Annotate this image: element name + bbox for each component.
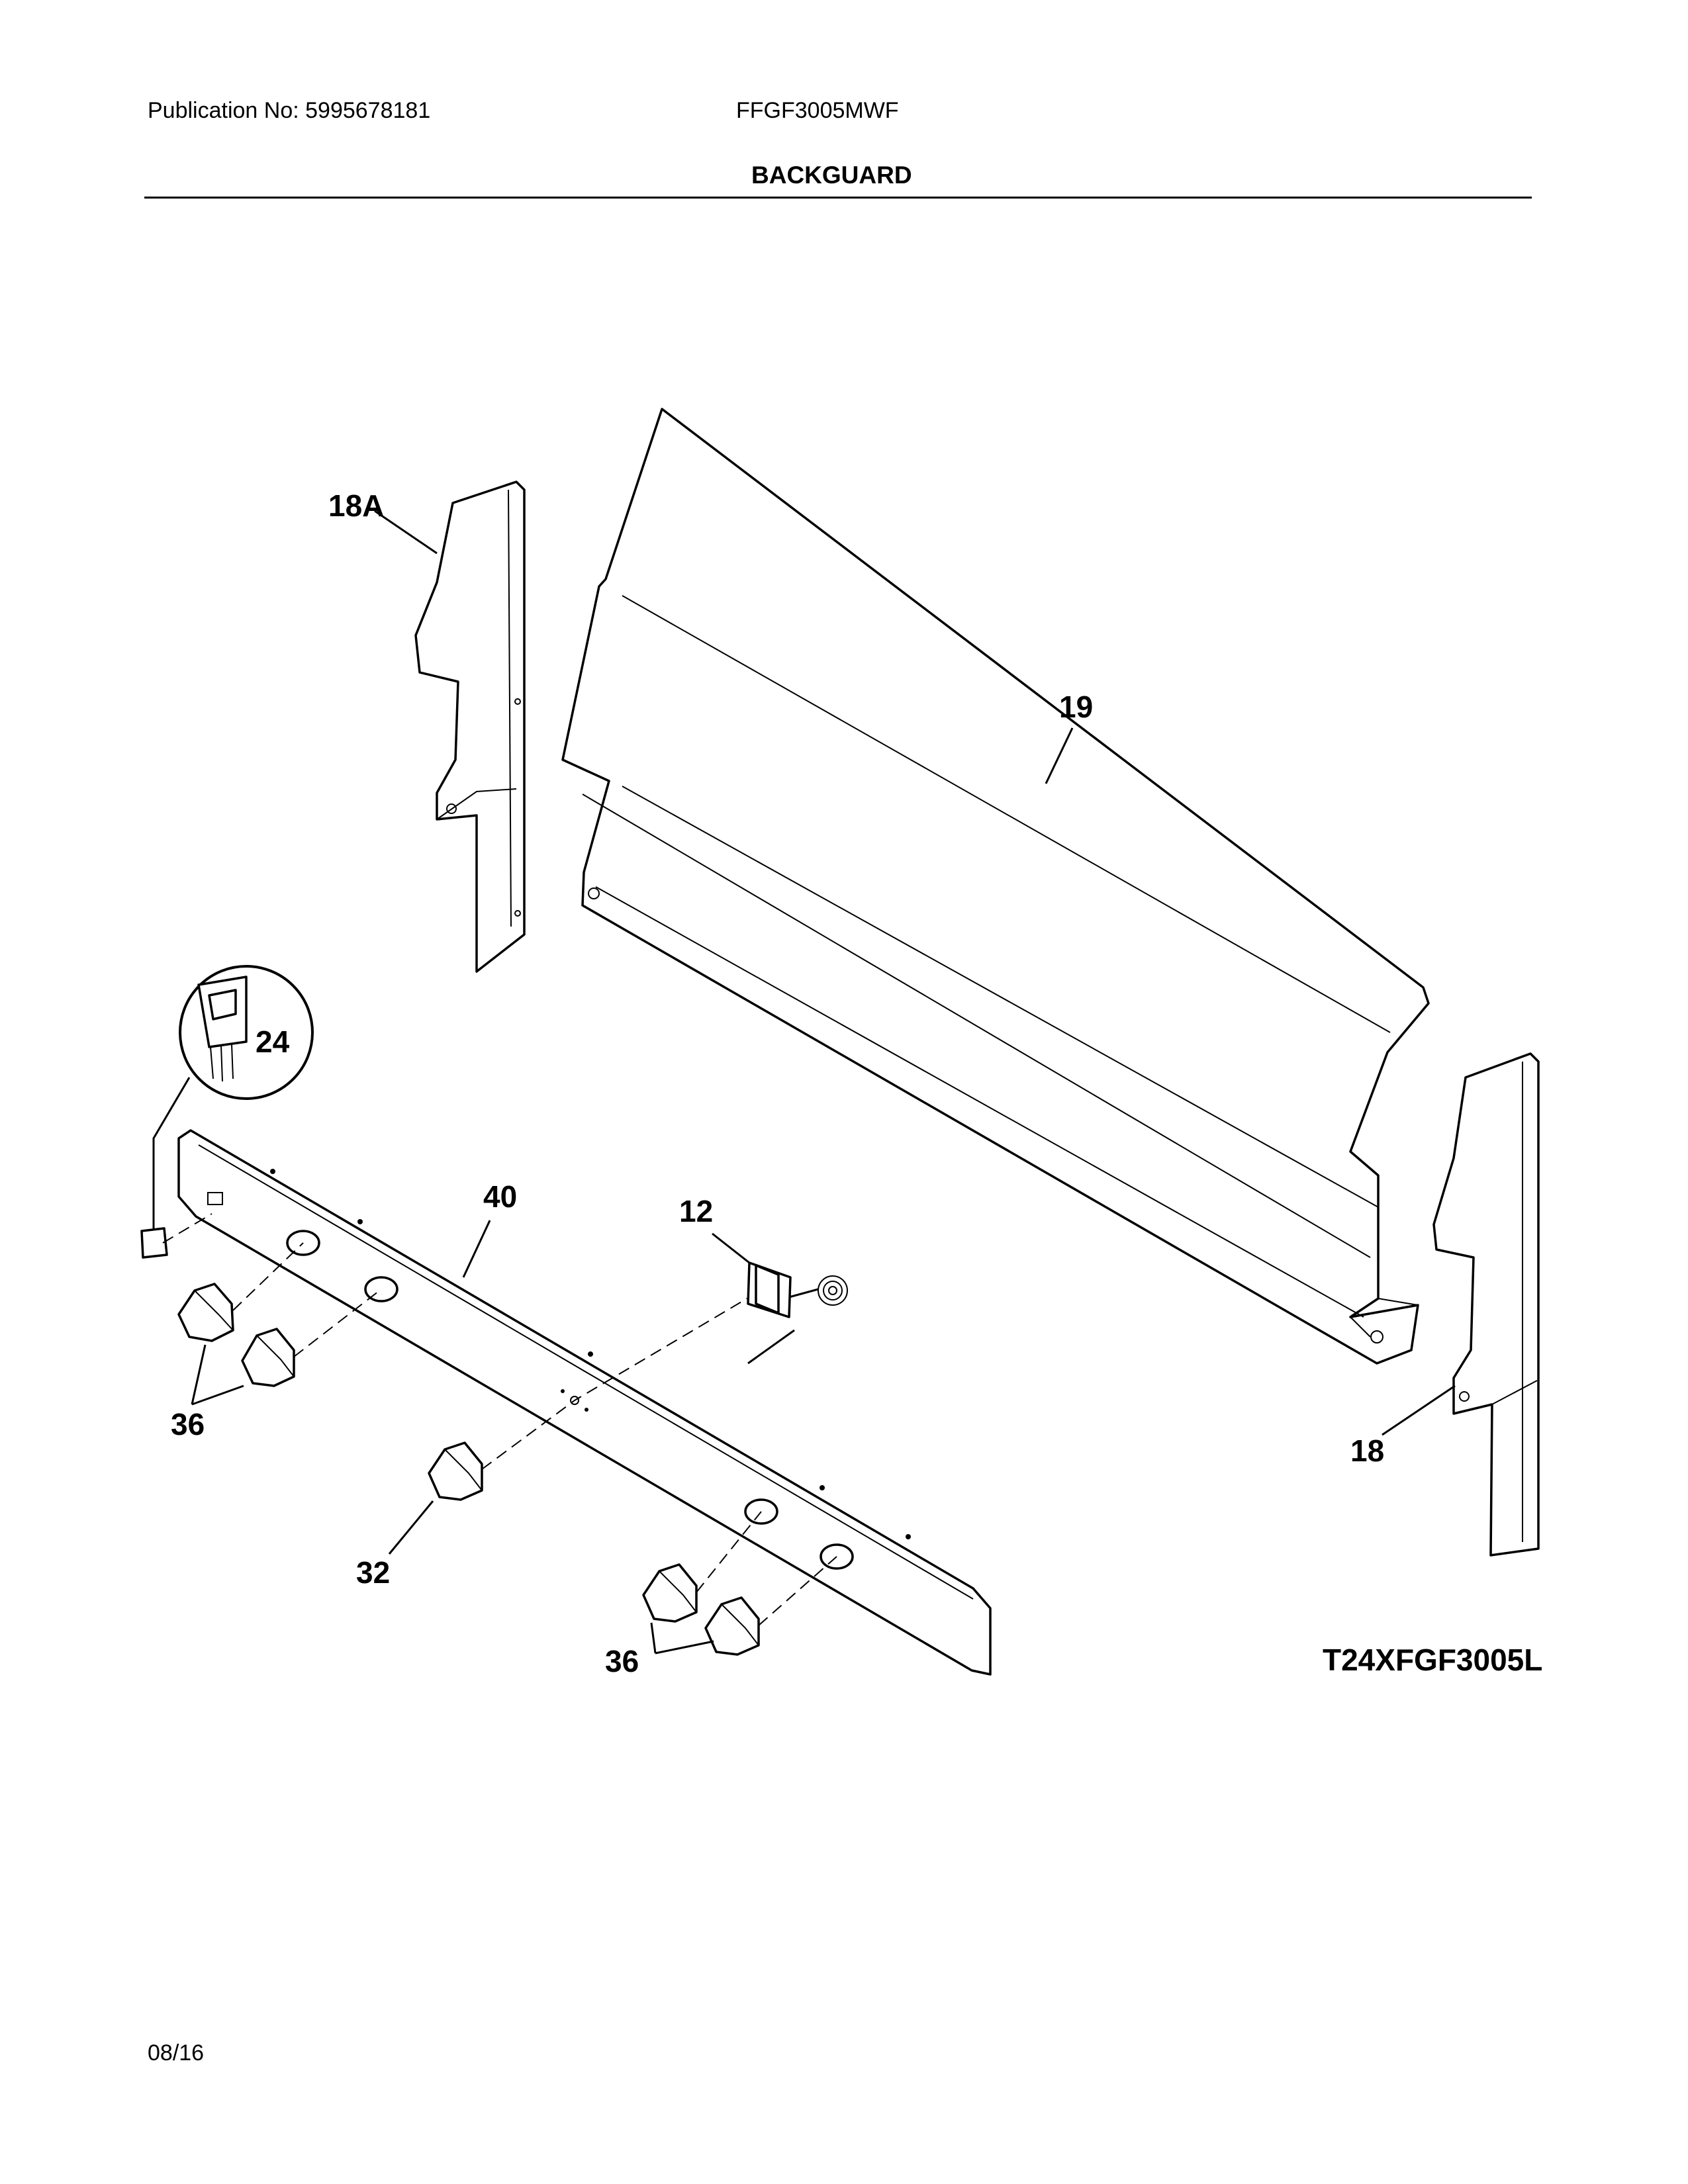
model-number: FFGF3005MWF bbox=[736, 98, 899, 123]
side-trim-left-part bbox=[414, 480, 526, 973]
header-rule bbox=[144, 197, 1532, 199]
knob-36-c bbox=[642, 1563, 698, 1623]
callout-18: 18 bbox=[1350, 1433, 1384, 1468]
backguard-panel-part bbox=[561, 408, 1430, 1365]
control-panel-part bbox=[177, 1129, 992, 1676]
rocker-switch-detail bbox=[140, 965, 314, 1259]
knob-32 bbox=[428, 1441, 483, 1501]
knob-36-d bbox=[704, 1596, 760, 1656]
drawing-code: T24XFGF3005L bbox=[1323, 1643, 1542, 1677]
leader-lines bbox=[191, 510, 1456, 1655]
callout-32: 32 bbox=[356, 1555, 390, 1590]
callout-12: 12 bbox=[679, 1194, 713, 1228]
callout-18a: 18A bbox=[328, 488, 384, 523]
publication-number: Publication No: 5995678181 bbox=[148, 98, 431, 123]
callout-36-right: 36 bbox=[605, 1644, 639, 1678]
section-title: BACKGUARD bbox=[751, 161, 912, 189]
revision-date: 08/16 bbox=[148, 2040, 205, 2066]
callout-36-left: 36 bbox=[171, 1407, 205, 1441]
callout-24: 24 bbox=[256, 1024, 290, 1059]
callout-40: 40 bbox=[483, 1179, 517, 1214]
knob-36-b bbox=[241, 1328, 295, 1387]
knob-36-a bbox=[177, 1283, 234, 1342]
assembly-lines bbox=[162, 1213, 837, 1626]
callout-19: 19 bbox=[1059, 690, 1093, 724]
side-trim-right-part bbox=[1432, 1052, 1540, 1557]
thermostat-part bbox=[747, 1261, 848, 1365]
